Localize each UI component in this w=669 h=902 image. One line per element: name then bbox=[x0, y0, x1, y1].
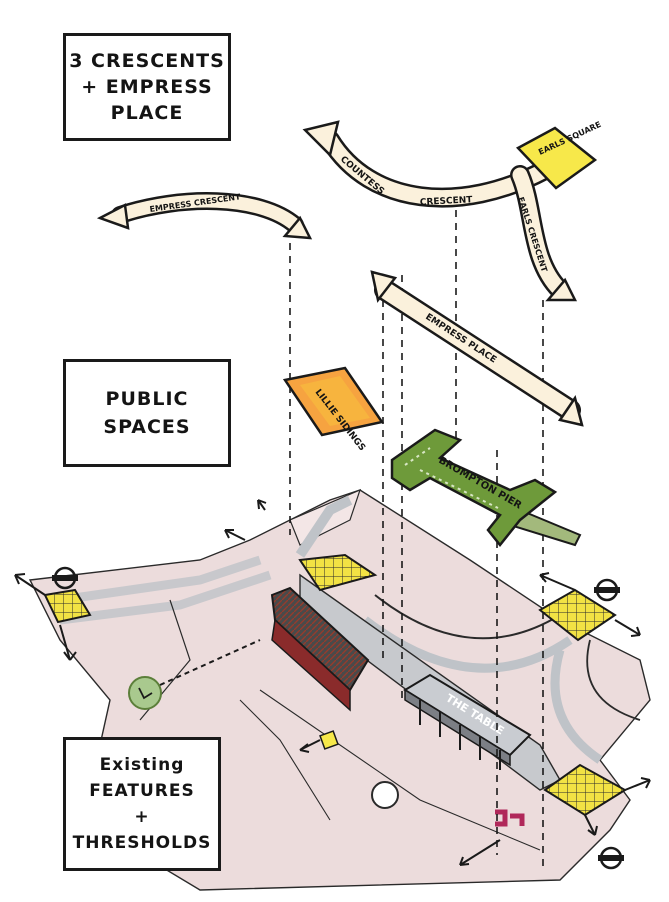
existing-features-heading-text: Existing FEATURES + THRESHOLDS bbox=[73, 752, 212, 856]
lillie-sidings: LILLIE SIDINGS bbox=[285, 368, 382, 453]
empress-place-label: EMPRESS PLACE bbox=[423, 312, 498, 365]
countess-crescent-arrow: COUNTESS CRESCENT bbox=[305, 122, 545, 208]
crescents-heading-text: 3 CRESCENTS + EMPRESS PLACE bbox=[69, 48, 225, 126]
green-space-marker bbox=[129, 677, 161, 709]
crescents-heading: 3 CRESCENTS + EMPRESS PLACE bbox=[63, 33, 231, 141]
earls-crescent-arrow: EARLS CRESCENT bbox=[516, 175, 575, 300]
existing-features-heading: Existing FEATURES + THRESHOLDS bbox=[63, 737, 221, 871]
underground-roundel-icon bbox=[594, 580, 620, 600]
public-spaces-heading-text: PUBLIC SPACES bbox=[103, 385, 190, 441]
underground-roundel-icon bbox=[598, 848, 624, 868]
empress-place-arrow: EMPRESS PLACE bbox=[372, 272, 582, 425]
empress-crescent-arrow: EMPRESS CRESCENT bbox=[100, 192, 310, 238]
public-spaces-heading: PUBLIC SPACES bbox=[63, 359, 231, 467]
roundabout bbox=[372, 782, 398, 808]
